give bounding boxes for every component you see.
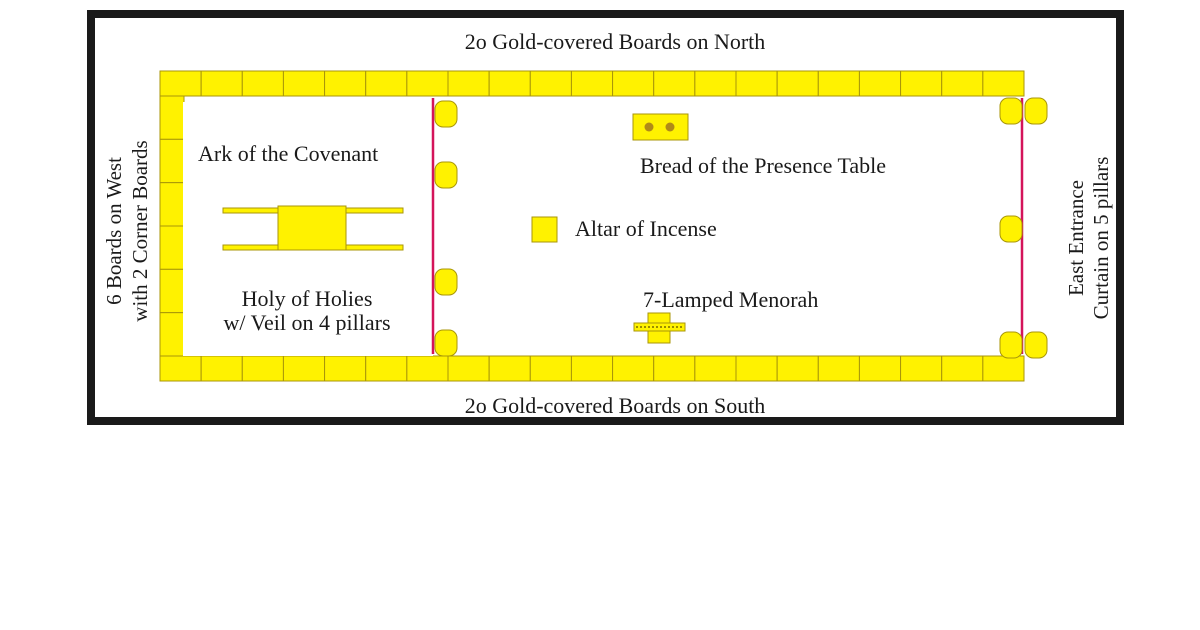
ark-of-the-covenant [222,205,404,251]
south-board [159,355,202,382]
north-board [694,70,737,97]
veil-pillar [434,329,458,357]
south-board [858,355,902,382]
north-board [159,70,202,97]
bread-of-presence-table [632,113,689,141]
ark-label: Ark of the Covenant [198,141,378,166]
north-board [776,70,819,97]
west-board [159,268,185,314]
west-board [159,225,185,270]
south-board [817,355,860,382]
bread-label: Bread of the Presence Table [640,153,886,178]
south-board [941,355,984,382]
east-label-line1: East Entrance [1064,180,1088,296]
south-board [776,355,819,382]
north-board [488,70,531,97]
entrance-pillar [999,331,1023,359]
south-board [324,355,367,382]
north-board [200,70,243,97]
veil-pillar [434,100,458,128]
south-board [900,355,943,382]
north-board [653,70,696,97]
west-label-line1: 6 Boards on West [102,157,126,305]
entrance-pillar [999,215,1023,243]
south-board [447,355,490,382]
north-board [941,70,984,97]
south-board [282,355,326,382]
north-board [817,70,860,97]
diagram-canvas: 2o Gold-covered Boards on North 2o Gold-… [95,18,1116,417]
south-board [488,355,531,382]
north-board [570,70,614,97]
tabernacle-floor-plan: 2o Gold-covered Boards on North 2o Gold-… [102,29,1113,417]
west-boards [159,95,185,357]
north-board [447,70,490,97]
north-board [241,70,284,97]
south-board [529,355,572,382]
entrance-pillar [1024,97,1048,125]
veil-pillar [434,161,458,189]
menorah [633,312,686,344]
north-board [282,70,326,97]
north-board [900,70,943,97]
veil-pillars [434,100,458,357]
altar-of-incense [531,216,558,243]
altar-label: Altar of Incense [575,216,717,241]
entrance-pillars [999,97,1048,359]
south-board [694,355,737,382]
holy-label-line1: Holy of Holies [242,286,373,311]
menorah-label: 7-Lamped Menorah [643,287,818,312]
north-board [735,70,778,97]
south-board [982,355,1025,382]
south-board [241,355,284,382]
south-board [612,355,655,382]
north-board [858,70,902,97]
south-board [735,355,778,382]
south-boards [159,355,1025,382]
north-label: 2o Gold-covered Boards on North [465,29,766,54]
north-board [406,70,449,97]
north-board [529,70,572,97]
entrance-pillar [999,97,1023,125]
south-board [570,355,614,382]
north-board [612,70,655,97]
west-board [159,138,185,184]
south-label: 2o Gold-covered Boards on South [465,393,766,417]
east-label-line2: Curtain on 5 pillars [1089,157,1113,320]
north-boards [159,70,1025,97]
west-board [159,95,185,140]
south-board [200,355,243,382]
north-board [982,70,1025,97]
south-board [406,355,449,382]
west-board [159,182,185,227]
entrance-pillar [1024,331,1048,359]
west-board [159,312,185,357]
holy-label-line2: w/ Veil on 4 pillars [223,310,390,335]
north-board [324,70,367,97]
south-board [365,355,408,382]
veil-pillar [434,268,458,296]
north-board [365,70,408,97]
diagram-frame: 2o Gold-covered Boards on North 2o Gold-… [87,10,1124,425]
south-board [653,355,696,382]
west-label-line2: with 2 Corner Boards [128,140,152,321]
